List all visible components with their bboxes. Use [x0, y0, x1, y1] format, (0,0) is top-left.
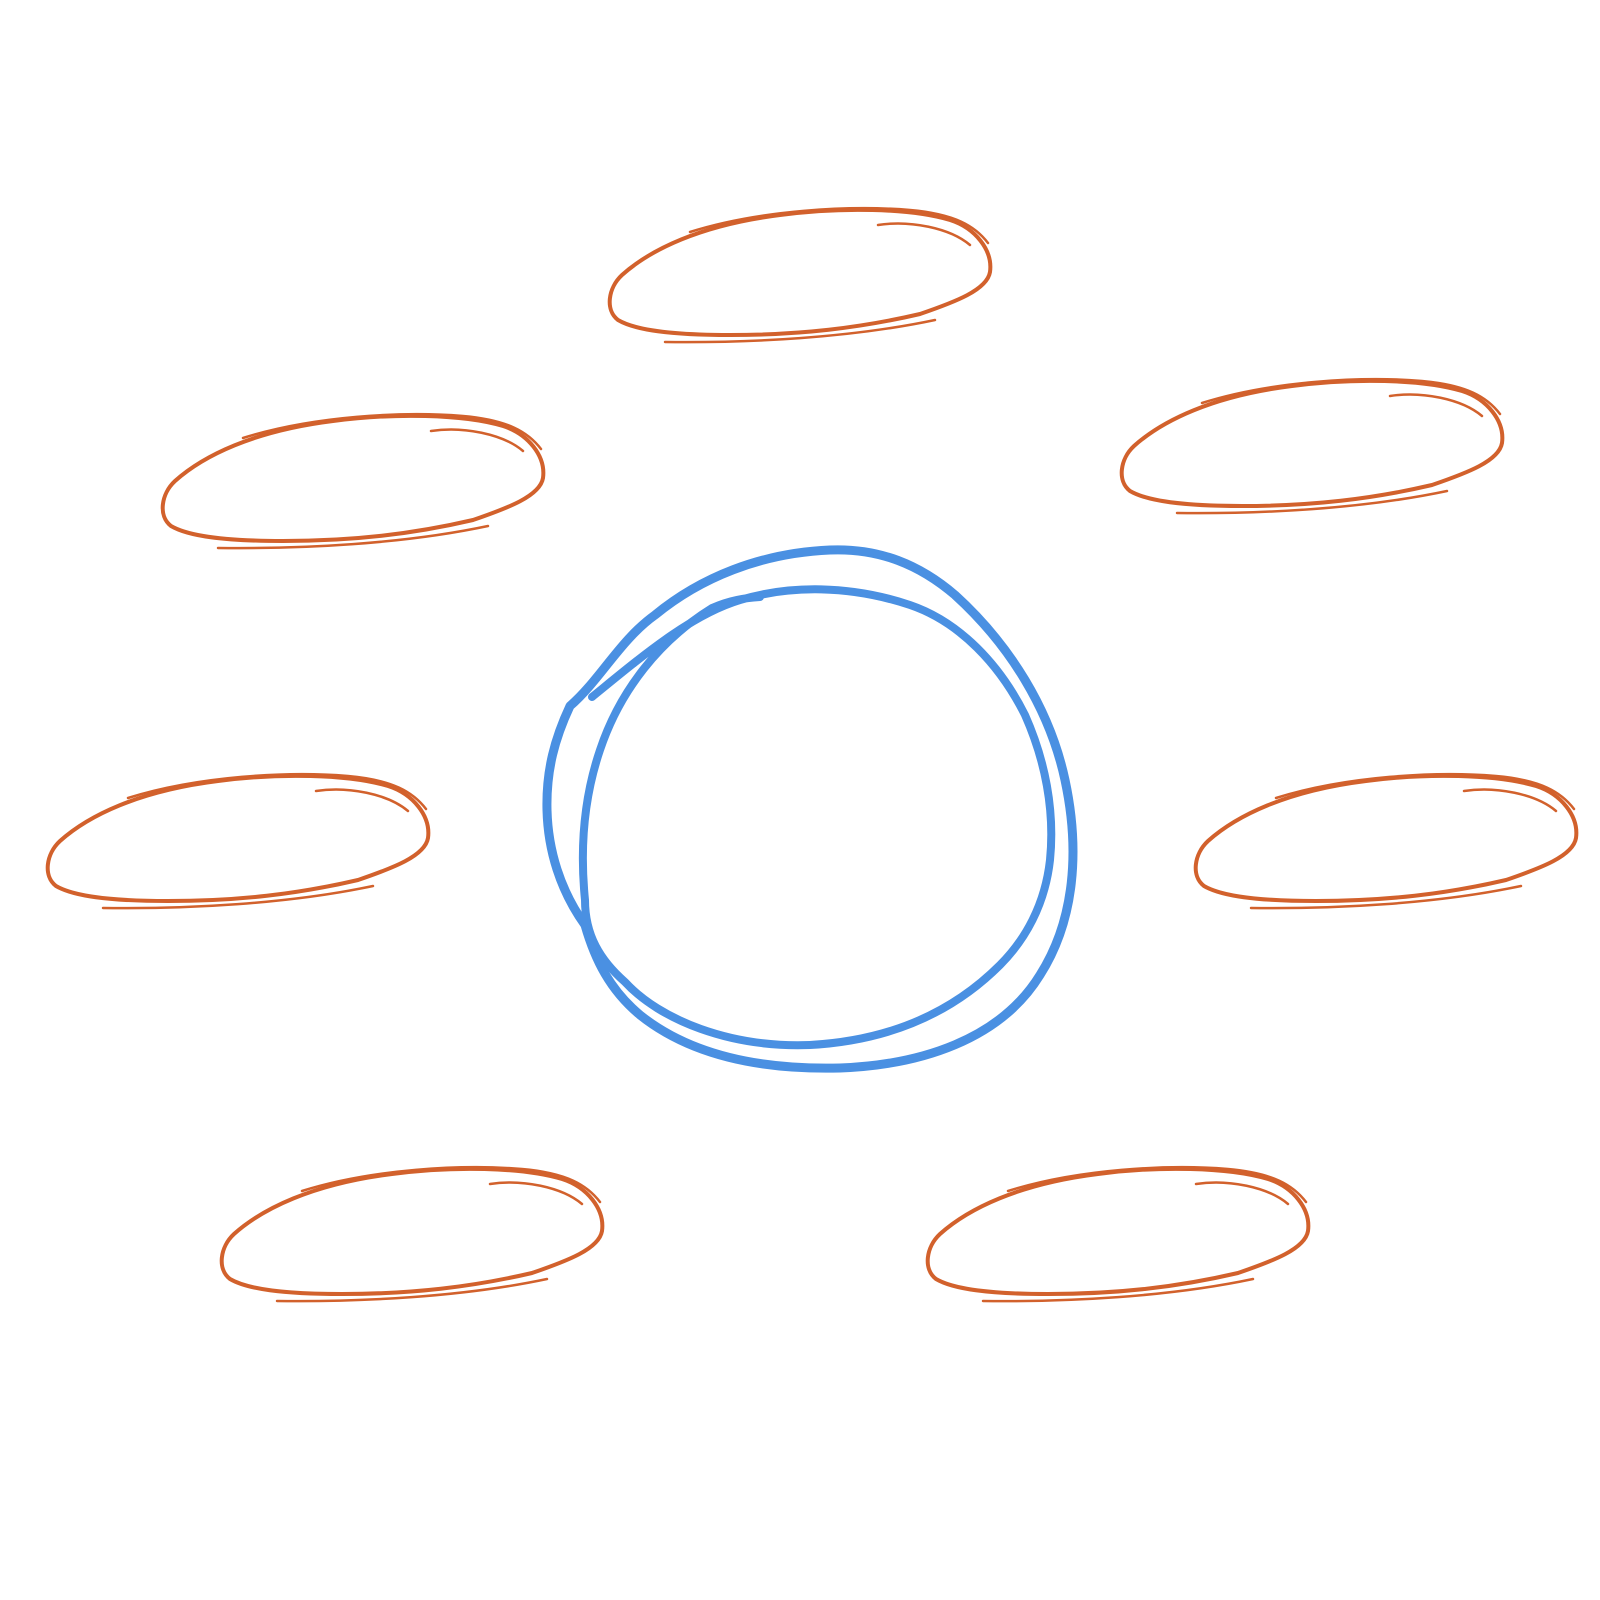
center-circle-inner-stroke	[578, 585, 1056, 1050]
satellite-outline-overshoot-top	[300, 1166, 602, 1204]
satellite-outline-overshoot-bottom	[663, 318, 937, 344]
center-node-circle[interactable]	[542, 545, 1078, 1073]
satellite-outline-main	[925, 1166, 1311, 1296]
satellite-outline-overshoot-top	[1200, 378, 1502, 416]
satellite-outline-overshoot-bottom	[101, 884, 375, 910]
satellite-nodes	[45, 207, 1579, 1303]
satellite-node-middle-right[interactable]	[1193, 773, 1579, 910]
satellite-outline-return-top	[876, 222, 972, 247]
satellite-node-upper-left[interactable]	[160, 413, 546, 550]
satellite-outline-return-top	[1388, 393, 1484, 418]
satellite-outline-overshoot-top	[1006, 1166, 1308, 1204]
satellite-node-top[interactable]	[607, 207, 993, 344]
satellite-outline-main	[1193, 773, 1579, 903]
satellite-outline-return-top	[488, 1181, 584, 1206]
satellite-node-lower-left[interactable]	[219, 1166, 605, 1303]
satellite-outline-main	[160, 413, 546, 543]
satellite-outline-overshoot-top	[241, 413, 543, 451]
satellite-outline-overshoot-top	[688, 207, 990, 245]
satellite-outline-overshoot-top	[126, 773, 428, 811]
satellite-outline-return-top	[1462, 788, 1558, 813]
satellite-outline-main	[45, 773, 431, 903]
satellite-outline-main	[1119, 378, 1505, 508]
satellite-outline-return-top	[1194, 1181, 1290, 1206]
satellite-outline-main	[219, 1166, 605, 1296]
satellite-node-lower-right[interactable]	[925, 1166, 1311, 1303]
satellite-outline-overshoot-bottom	[216, 524, 490, 550]
center-circle-outer-stroke	[542, 545, 1078, 1073]
satellite-outline-overshoot-bottom	[1249, 884, 1523, 910]
satellite-outline-overshoot-bottom	[1175, 489, 1449, 515]
satellite-outline-overshoot-bottom	[981, 1277, 1255, 1303]
satellite-node-upper-right[interactable]	[1119, 378, 1505, 515]
satellite-node-middle-left[interactable]	[45, 773, 431, 910]
satellite-outline-overshoot-bottom	[275, 1277, 549, 1303]
satellite-outline-overshoot-top	[1274, 773, 1576, 811]
satellite-outline-main	[607, 207, 993, 337]
satellite-outline-return-top	[314, 788, 410, 813]
satellite-outline-return-top	[429, 428, 525, 453]
